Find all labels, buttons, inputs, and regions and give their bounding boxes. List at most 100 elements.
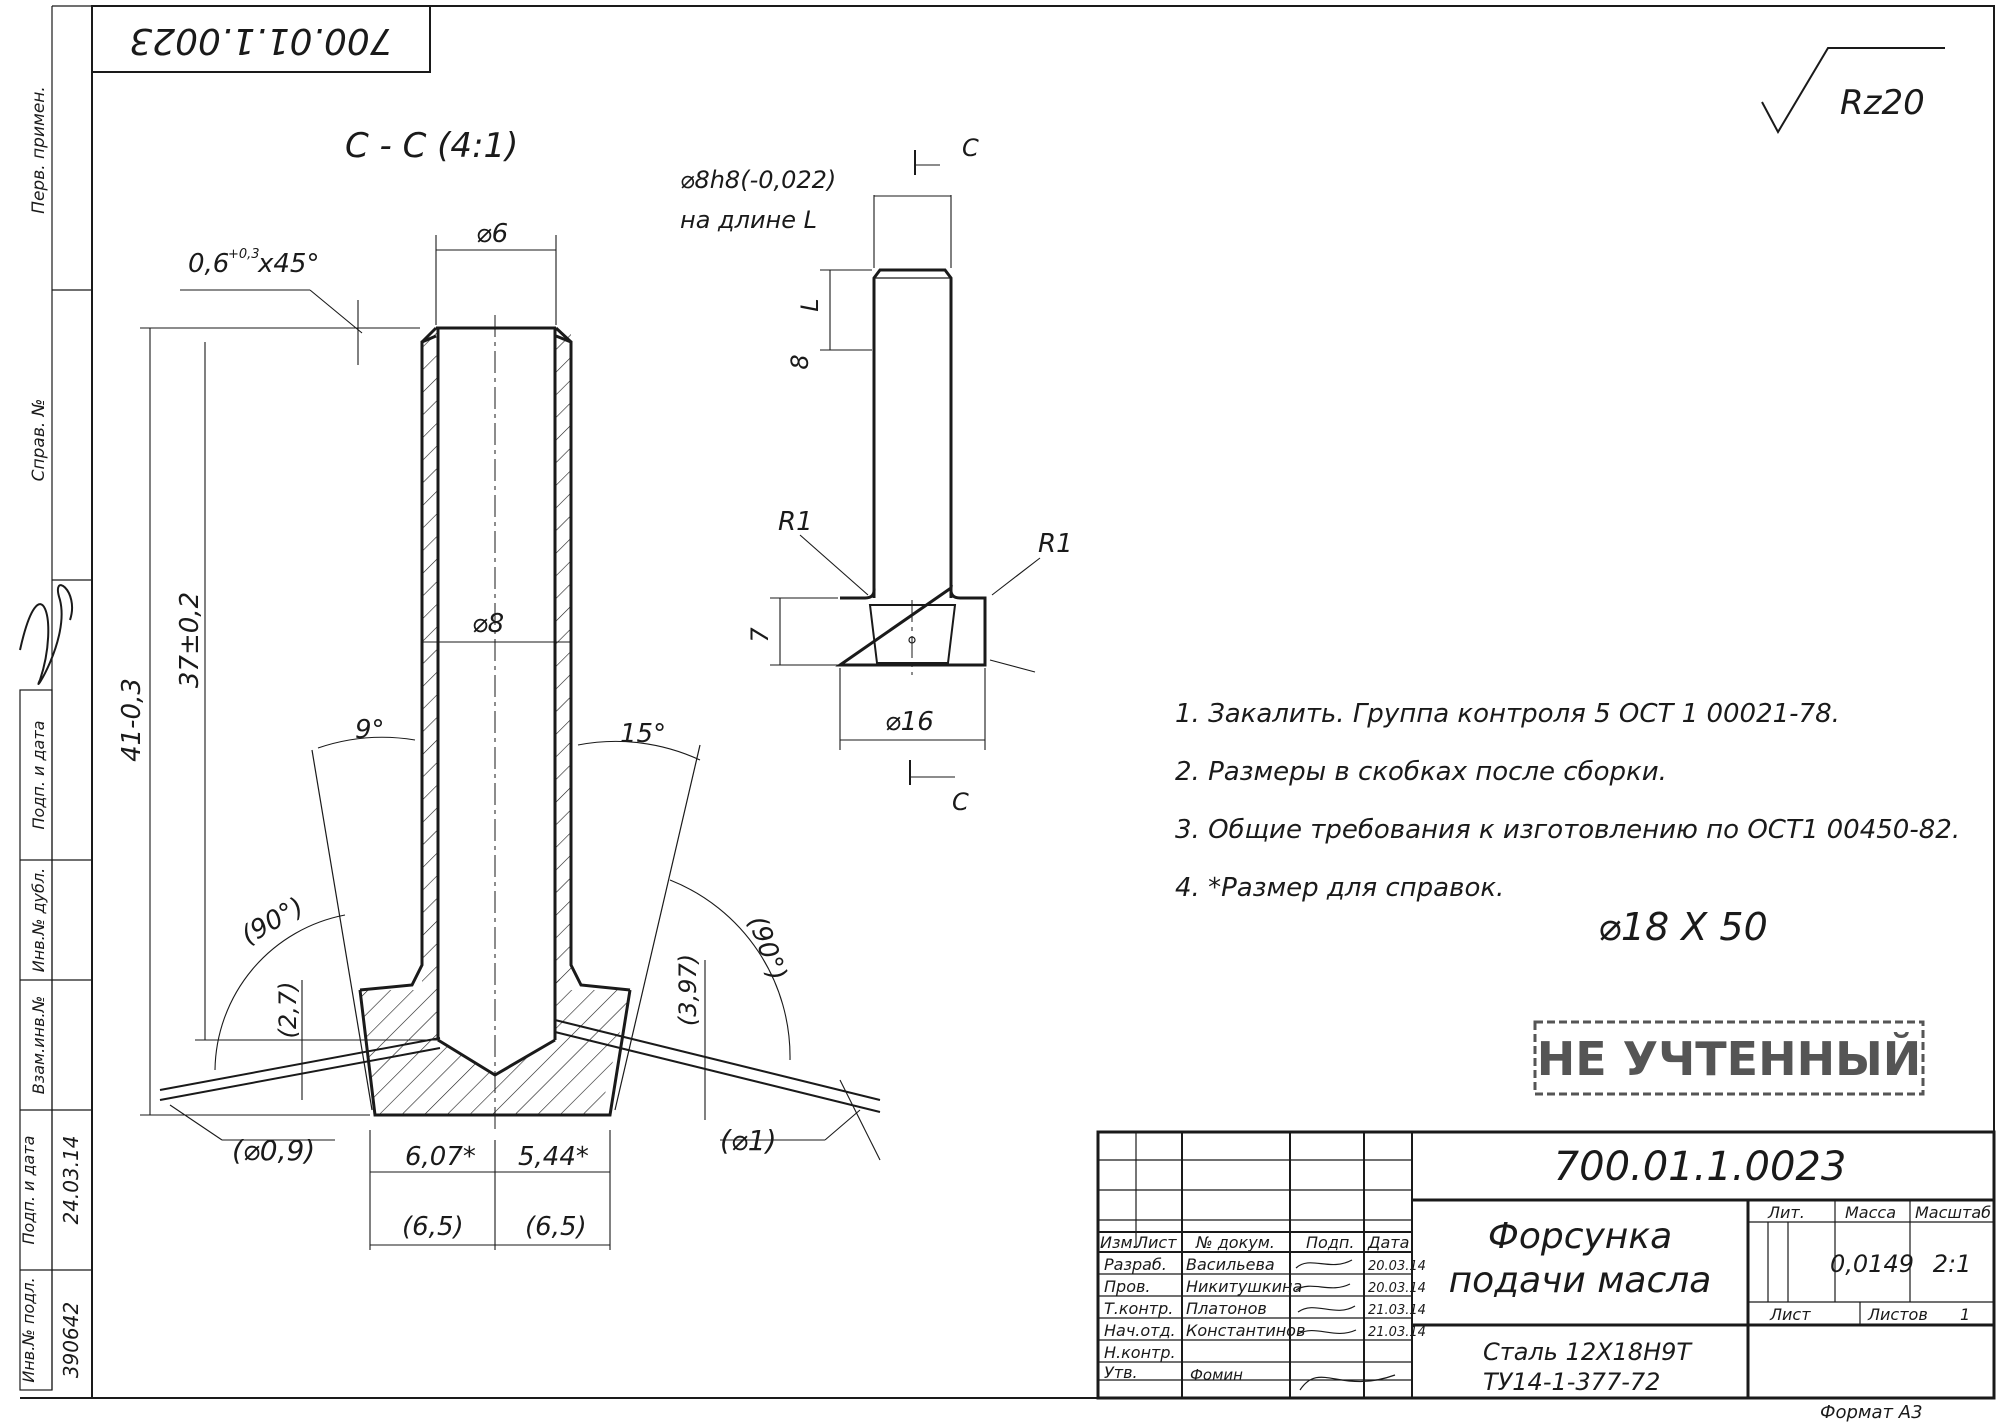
angle-left-dim: 9° bbox=[355, 715, 385, 745]
svg-text:Т.контр.: Т.контр. bbox=[1104, 1299, 1173, 1318]
rotated-number-stamp: 700.01.1.0023 bbox=[91, 5, 431, 73]
note-4: 4. *Размер для справок. bbox=[1175, 873, 1504, 903]
sheets-value: 1 bbox=[1960, 1305, 1970, 1324]
tube-outer-right bbox=[555, 334, 631, 992]
header-doc: № докум. bbox=[1195, 1233, 1275, 1252]
designation-text: 700.01.1.0023 bbox=[1554, 1144, 1847, 1190]
svg-text:Разраб.: Разраб. bbox=[1104, 1255, 1167, 1274]
note-3: 3. Общие требования к изготовлению по ОС… bbox=[1175, 815, 1960, 845]
dim-6-5-right: (6,5) bbox=[525, 1212, 587, 1242]
left-wall-hatch bbox=[422, 328, 438, 988]
role-row: Т.контр. Платонов 21.03.14 bbox=[1104, 1299, 1426, 1318]
shaft-dia-dim: ⌀8h8(-0,022) bbox=[680, 166, 836, 194]
margin-sprav-no: Справ. № bbox=[29, 399, 49, 482]
stamp-text: НЕ УЧТЕННЫЙ bbox=[1537, 1032, 1922, 1086]
hole-left-dim: (⌀0,9) bbox=[232, 1134, 315, 1167]
chamfer-tol: +0,3 bbox=[228, 247, 260, 262]
cut-label-bottom: C bbox=[952, 788, 969, 816]
svg-text:Нач.отд.: Нач.отд. bbox=[1104, 1321, 1176, 1340]
len-8-dim: 8 bbox=[786, 354, 814, 369]
hole-right bbox=[554, 1019, 881, 1113]
svg-text:Пров.: Пров. bbox=[1104, 1277, 1151, 1296]
margin-signature bbox=[19, 584, 73, 685]
svg-text:20.03.14: 20.03.14 bbox=[1368, 1281, 1426, 1296]
margin-inv-value: 390642 bbox=[59, 1302, 83, 1378]
left-margin-column: Перв. примен. Справ. № Подп. и дата Инв.… bbox=[19, 5, 92, 1391]
margin-inv-dubl: Инв.№ дубл. bbox=[29, 868, 48, 972]
note-1: 1. Закалить. Группа контроля 5 ОСТ 1 000… bbox=[1175, 699, 1840, 729]
role-row: Пров. Никитушкина 20.03.14 bbox=[1104, 1277, 1426, 1296]
angle-90-left: (90°) bbox=[237, 892, 309, 951]
tube-outer-left bbox=[359, 334, 437, 992]
chamfer-angle: x45° bbox=[257, 249, 319, 279]
technical-notes: 1. Закалить. Группа контроля 5 ОСТ 1 000… bbox=[1175, 699, 1960, 903]
section-view: 0,6 +0,3 x45° ⌀6 ⌀8 41-0,3 37±0,2 9° 15°… bbox=[117, 219, 881, 1250]
note-2: 2. Размеры в скобках после сборки. bbox=[1175, 757, 1667, 787]
angle-90-right: (90°) bbox=[741, 912, 792, 985]
hole-left bbox=[159, 1037, 441, 1101]
roughness-value: Rz20 bbox=[1840, 83, 1925, 123]
svg-text:Васильева: Васильева bbox=[1186, 1255, 1275, 1274]
handwritten-blank-size: ⌀18 X 50 bbox=[1598, 905, 1768, 949]
side-view: C C ⌀8h8(-0,022) на длине L L 8 R1 R1 bbox=[680, 134, 1073, 816]
sheets-label: Листов bbox=[1867, 1305, 1928, 1324]
mass-label: Масса bbox=[1845, 1203, 1896, 1222]
part-name-line2: подачи масла bbox=[1449, 1260, 1712, 1301]
svg-text:Никитушкина: Никитушкина bbox=[1186, 1277, 1302, 1296]
section-title: C - C (4:1) bbox=[345, 126, 518, 166]
role-row: Разраб. Васильева 20.03.14 bbox=[1104, 1255, 1426, 1274]
dim-6-5-left: (6,5) bbox=[402, 1212, 464, 1242]
shaft-outline bbox=[872, 268, 953, 598]
overall-len-dim: 41-0,3 bbox=[117, 678, 147, 762]
bore-dia-dim: ⌀8 bbox=[472, 609, 504, 639]
r1-left-dim: R1 bbox=[778, 507, 813, 537]
title-block: Изм. Лист № докум. Подп. Дата Разраб. Ва… bbox=[1096, 1130, 1996, 1400]
margin-date-value: 24.03.14 bbox=[59, 1135, 83, 1224]
roughness-symbol: Rz20 bbox=[1761, 47, 1945, 135]
dim-2-7: (2,7) bbox=[274, 982, 302, 1039]
svg-text:Н.контр.: Н.контр. bbox=[1104, 1343, 1176, 1362]
len-37-dim: 37±0,2 bbox=[175, 592, 205, 688]
svg-text:Утв.: Утв. bbox=[1104, 1363, 1138, 1382]
role-row: Утв. Фомин bbox=[1104, 1363, 1243, 1384]
role-row: Нач.отд. Константинов 21.03.14 bbox=[1104, 1321, 1426, 1340]
svg-text:20.03.14: 20.03.14 bbox=[1368, 1259, 1426, 1274]
lit-label: Лит. bbox=[1767, 1203, 1805, 1222]
chamfer-dim: 0,6 bbox=[188, 249, 229, 279]
svg-text:21.03.14: 21.03.14 bbox=[1368, 1325, 1426, 1340]
head-outline bbox=[835, 584, 987, 667]
material-line2: ТУ14-1-377-72 bbox=[1483, 1368, 1660, 1396]
signatures bbox=[1295, 1259, 1396, 1391]
margin-inv-podl: Инв.№ подл. bbox=[19, 1277, 38, 1382]
svg-text:Константинов: Константинов bbox=[1186, 1321, 1305, 1340]
dim-5-44: 5,44* bbox=[518, 1142, 589, 1172]
head-height-dim: 7 bbox=[746, 627, 774, 643]
margin-podp-data-bottom: Подп. и дата bbox=[19, 1136, 38, 1245]
top-dia-dim: ⌀6 bbox=[476, 219, 508, 249]
right-wall-hatch bbox=[555, 328, 571, 988]
on-length-text: на длине L bbox=[680, 206, 817, 234]
len-L-dim: L bbox=[796, 298, 824, 311]
rotated-number-text: 700.01.1.0023 bbox=[129, 20, 392, 61]
material-line1: Сталь 12Х18Н9Т bbox=[1483, 1338, 1693, 1366]
scale-label: Масштаб bbox=[1915, 1203, 1991, 1222]
margin-vzam-inv: Взам.инв.№ bbox=[29, 996, 48, 1094]
margin-perv-primen: Перв. примен. bbox=[29, 86, 49, 214]
header-data: Дата bbox=[1367, 1233, 1409, 1252]
head-trapezoid bbox=[868, 604, 957, 664]
dim-3-97: (3,97) bbox=[674, 954, 702, 1026]
header-podp: Подп. bbox=[1306, 1233, 1354, 1252]
sheet-label: Лист bbox=[1769, 1305, 1811, 1324]
svg-text:Фомин: Фомин bbox=[1190, 1366, 1243, 1384]
head-dia-dim: ⌀16 bbox=[885, 707, 934, 737]
mass-value: 0,0149 bbox=[1830, 1250, 1914, 1278]
margin-podp-data-top: Подп. и дата bbox=[29, 721, 48, 830]
hole-right-dim: (⌀1) bbox=[720, 1124, 777, 1157]
svg-text:21.03.14: 21.03.14 bbox=[1368, 1303, 1426, 1318]
role-row: Н.контр. bbox=[1104, 1343, 1176, 1362]
scale-value: 2:1 bbox=[1933, 1250, 1972, 1278]
not-registered-stamp: НЕ УЧТЕННЫЙ bbox=[1533, 1020, 1925, 1096]
base-outline bbox=[358, 989, 632, 1117]
header-list: Лист bbox=[1135, 1233, 1177, 1252]
